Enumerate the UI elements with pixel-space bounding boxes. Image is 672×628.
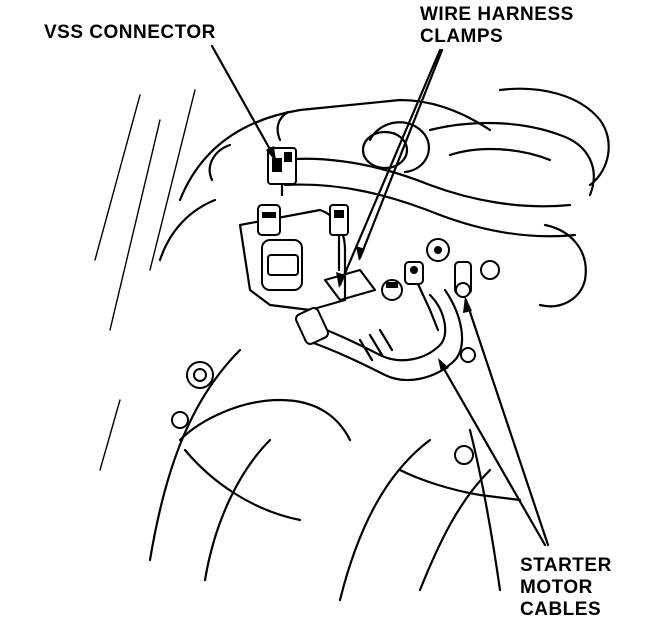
upper-hoses xyxy=(208,87,610,308)
vss-connector-text: VSS CONNECTOR xyxy=(44,22,216,43)
shading-lines xyxy=(94,89,196,471)
wire-harness-text: WIRE HARNESS xyxy=(420,4,574,25)
vss-connector-label: VSS CONNECTOR xyxy=(44,22,216,44)
sensor-housing xyxy=(238,204,377,312)
starter-cables xyxy=(295,261,472,382)
cables-text: CABLES xyxy=(520,599,602,620)
starter-text: STARTER xyxy=(520,555,612,576)
transmission-housing xyxy=(148,98,522,602)
bolts xyxy=(171,238,500,465)
leader-lines xyxy=(210,44,550,547)
starter-motor-cables-label: STARTER MOTOR CABLES xyxy=(520,555,612,621)
motor-text: MOTOR xyxy=(520,577,593,598)
wire-harness-clamps-label: WIRE HARNESS CLAMPS xyxy=(420,4,574,48)
clamps-text: CLAMPS xyxy=(420,26,504,47)
